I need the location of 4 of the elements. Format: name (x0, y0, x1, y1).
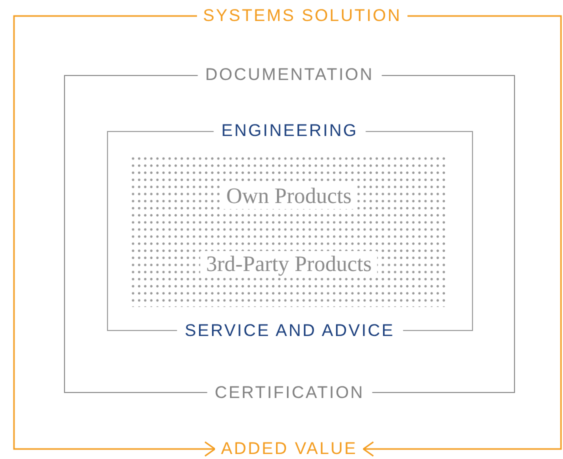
product-label: 3rd-Party Products (200, 251, 378, 278)
arrow (13, 15, 216, 457)
arrow (362, 15, 562, 457)
product-label: Own Products (220, 183, 358, 210)
